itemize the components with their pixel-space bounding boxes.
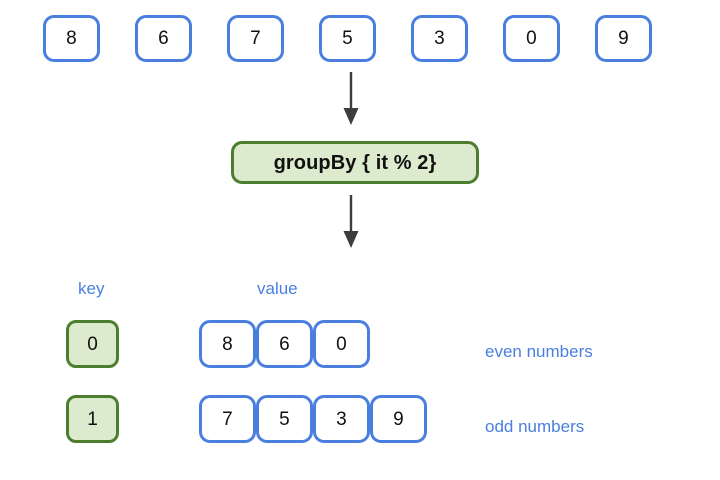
input-cell-0: 8	[43, 15, 100, 62]
result-annotation-1: odd numbers	[485, 417, 585, 436]
arrow-down-icon	[336, 195, 366, 249]
result-value-cell-1-3: 9	[370, 395, 427, 443]
input-cell-5: 0	[503, 15, 560, 62]
result-annotation-0: even numbers	[485, 342, 593, 361]
result-key-cell-1: 1	[66, 395, 119, 443]
input-cell-1: 6	[135, 15, 192, 62]
result-value: 0	[336, 333, 347, 355]
input-cell-6: 9	[595, 15, 652, 62]
result-value: 5	[279, 408, 290, 430]
result-value-cell-0-2: 0	[313, 320, 370, 368]
input-cell-value: 0	[526, 28, 537, 49]
column-header-key: key	[78, 279, 105, 298]
groupby-operation-box: groupBy { it % 2}	[231, 141, 479, 184]
input-cell-value: 6	[158, 28, 169, 49]
result-value: 6	[279, 333, 290, 355]
result-key-value: 1	[87, 408, 98, 430]
result-value: 7	[222, 408, 233, 430]
input-cell-4: 3	[411, 15, 468, 62]
input-cell-value: 5	[342, 28, 353, 49]
arrow-down-icon	[336, 72, 366, 126]
input-cell-value: 3	[434, 28, 445, 49]
input-cell-value: 8	[66, 28, 77, 49]
result-value: 9	[393, 408, 404, 430]
result-key-cell-0: 0	[66, 320, 119, 368]
result-value-cell-0-0: 8	[199, 320, 256, 368]
groupby-operation-label: groupBy { it % 2}	[273, 151, 437, 174]
input-cell-2: 7	[227, 15, 284, 62]
input-cell-value: 9	[618, 28, 629, 49]
result-value-cell-0-1: 6	[256, 320, 313, 368]
result-key-value: 0	[87, 333, 98, 355]
result-value-cell-1-2: 3	[313, 395, 370, 443]
result-value-cell-1-0: 7	[199, 395, 256, 443]
input-cell-3: 5	[319, 15, 376, 62]
input-cell-value: 7	[250, 28, 261, 49]
result-value: 8	[222, 333, 233, 355]
result-value: 3	[336, 408, 347, 430]
column-header-value: value	[257, 279, 298, 298]
result-value-cell-1-1: 5	[256, 395, 313, 443]
